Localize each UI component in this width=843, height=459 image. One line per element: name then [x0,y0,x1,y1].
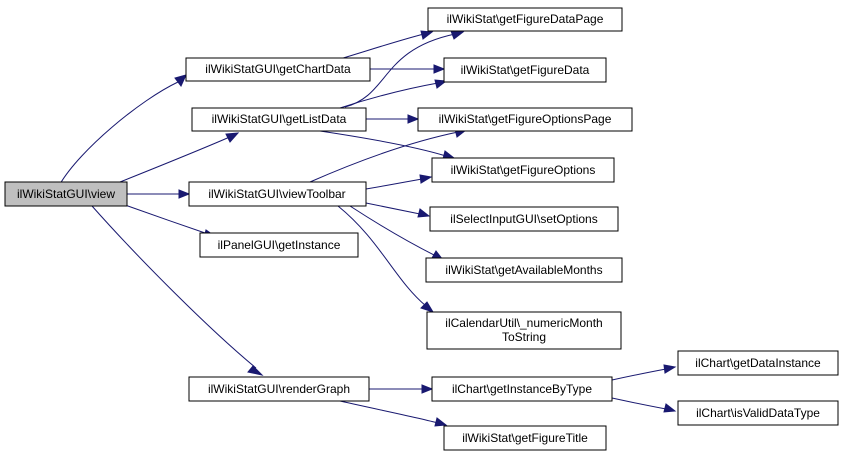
node-setOptions[interactable]: ilSelectInputGUI\setOptions [429,206,619,232]
node-getFigureTitle-box [443,425,607,451]
edge-view-to-renderGraph [91,205,264,376]
node-numericMonthToString-label-line1: ilCalendarUtil\_numericMonth [445,316,602,330]
edge-getChartData-to-getFigureData [370,64,446,74]
node-numericMonthToString-label-line2: ToString [502,330,546,344]
edge-viewToolbar-to-getFigureOptions [365,174,433,190]
node-view-box [4,181,128,207]
node-getAvailableMonths-label: ilWikiStat\getAvailableMonths [445,263,602,277]
node-getInstanceByType-label: ilChart\getInstanceByType [452,382,592,396]
edge-getListData-to-getFigureData [339,79,448,109]
node-isValidDataType[interactable]: ilChart\isValidDataType [677,400,839,426]
node-getAvailableMonths-box [425,257,623,283]
edge-getListData-to-getFigureOptions [319,130,456,160]
edge-viewToolbar-to-setOptions [365,202,431,218]
edge-getListData-to-getFigureDataPage [344,30,465,108]
node-getListData-box [191,107,367,132]
node-isValidDataType-box [677,400,839,426]
node-getChartData[interactable]: ilWikiStatGUI\getChartData [185,57,371,82]
node-getFigureData-label: ilWikiStat\getFigureData [461,63,590,77]
node-getDataInstance-box [677,350,839,376]
node-getChartData-label: ilWikiStatGUI\getChartData [205,62,351,76]
node-getFigureTitle-label: ilWikiStat\getFigureTitle [462,431,588,445]
edge-viewToolbar-to-numericMonthToString [337,205,435,313]
node-panelGetInstance-label: ilPanelGUI\getInstance [218,238,341,252]
node-numericMonthToString[interactable]: ilCalendarUtil\_numericMonth ToString [426,311,622,350]
edge-getInstanceByType-to-isValidDataType [611,397,677,413]
edge-getChartData-to-getFigureDataPage [329,30,434,63]
node-renderGraph[interactable]: ilWikiStatGUI\renderGraph [188,376,370,402]
node-getDataInstance-label: ilChart\getDataInstance [695,356,821,370]
node-getFigureOptionsPage-box [417,107,633,132]
node-renderGraph-box [188,376,370,402]
node-viewToolbar-box [188,181,367,207]
node-getFigureOptions-label: ilWikiStat\getFigureOptions [451,163,596,177]
edge-view-to-getListData [119,132,240,183]
edge-getListData-to-getFigureOptionsPage [366,114,420,124]
node-getFigureOptionsPage-label: ilWikiStat\getFigureOptionsPage [439,112,612,126]
node-getFigureTitle[interactable]: ilWikiStat\getFigureTitle [443,425,607,451]
node-getFigureDataPage-box [427,7,623,32]
node-panelGetInstance-box [199,232,359,258]
node-view[interactable]: ilWikiStatGUI\view [4,181,128,207]
node-getAvailableMonths[interactable]: ilWikiStat\getAvailableMonths [425,257,623,283]
edge-renderGraph-to-getInstanceByType [369,384,434,394]
node-numericMonthToString-box [426,311,622,350]
node-view-label: ilWikiStatGUI\view [17,187,115,201]
node-getFigureDataPage[interactable]: ilWikiStat\getFigureDataPage [427,7,623,32]
node-getListData-label: ilWikiStatGUI\getListData [212,112,347,126]
node-setOptions-label: ilSelectInputGUI\setOptions [450,212,597,226]
edge-view-to-viewToolbar [127,189,191,199]
edge-viewToolbar-to-getAvailableMonths [349,205,445,261]
node-getFigureOptions-box [431,157,615,183]
node-getFigureDataPage-label: ilWikiStat\getFigureDataPage [447,12,604,26]
node-getFigureOptions[interactable]: ilWikiStat\getFigureOptions [431,157,615,183]
node-getDataInstance[interactable]: ilChart\getDataInstance [677,350,839,376]
edge-renderGraph-to-getFigureTitle [339,400,448,427]
node-getInstanceByType[interactable]: ilChart\getInstanceByType [431,376,613,402]
edge-view-to-getChartData [59,74,187,185]
node-getFigureOptionsPage[interactable]: ilWikiStat\getFigureOptionsPage [417,107,633,132]
node-viewToolbar-label: ilWikiStatGUI\viewToolbar [208,187,345,201]
node-getChartData-box [185,57,371,82]
node-getFigureData-box [443,57,607,83]
node-setOptions-box [429,206,619,232]
edge-getInstanceByType-to-getDataInstance [611,364,677,381]
node-getListData[interactable]: ilWikiStatGUI\getListData [191,107,367,132]
node-getFigureData[interactable]: ilWikiStat\getFigureData [443,57,607,83]
node-isValidDataType-label: ilChart\isValidDataType [696,406,820,420]
node-panelGetInstance[interactable]: ilPanelGUI\getInstance [199,232,359,258]
node-renderGraph-label: ilWikiStatGUI\renderGraph [208,382,350,396]
node-getInstanceByType-box [431,376,613,402]
node-viewToolbar[interactable]: ilWikiStatGUI\viewToolbar [188,181,367,207]
